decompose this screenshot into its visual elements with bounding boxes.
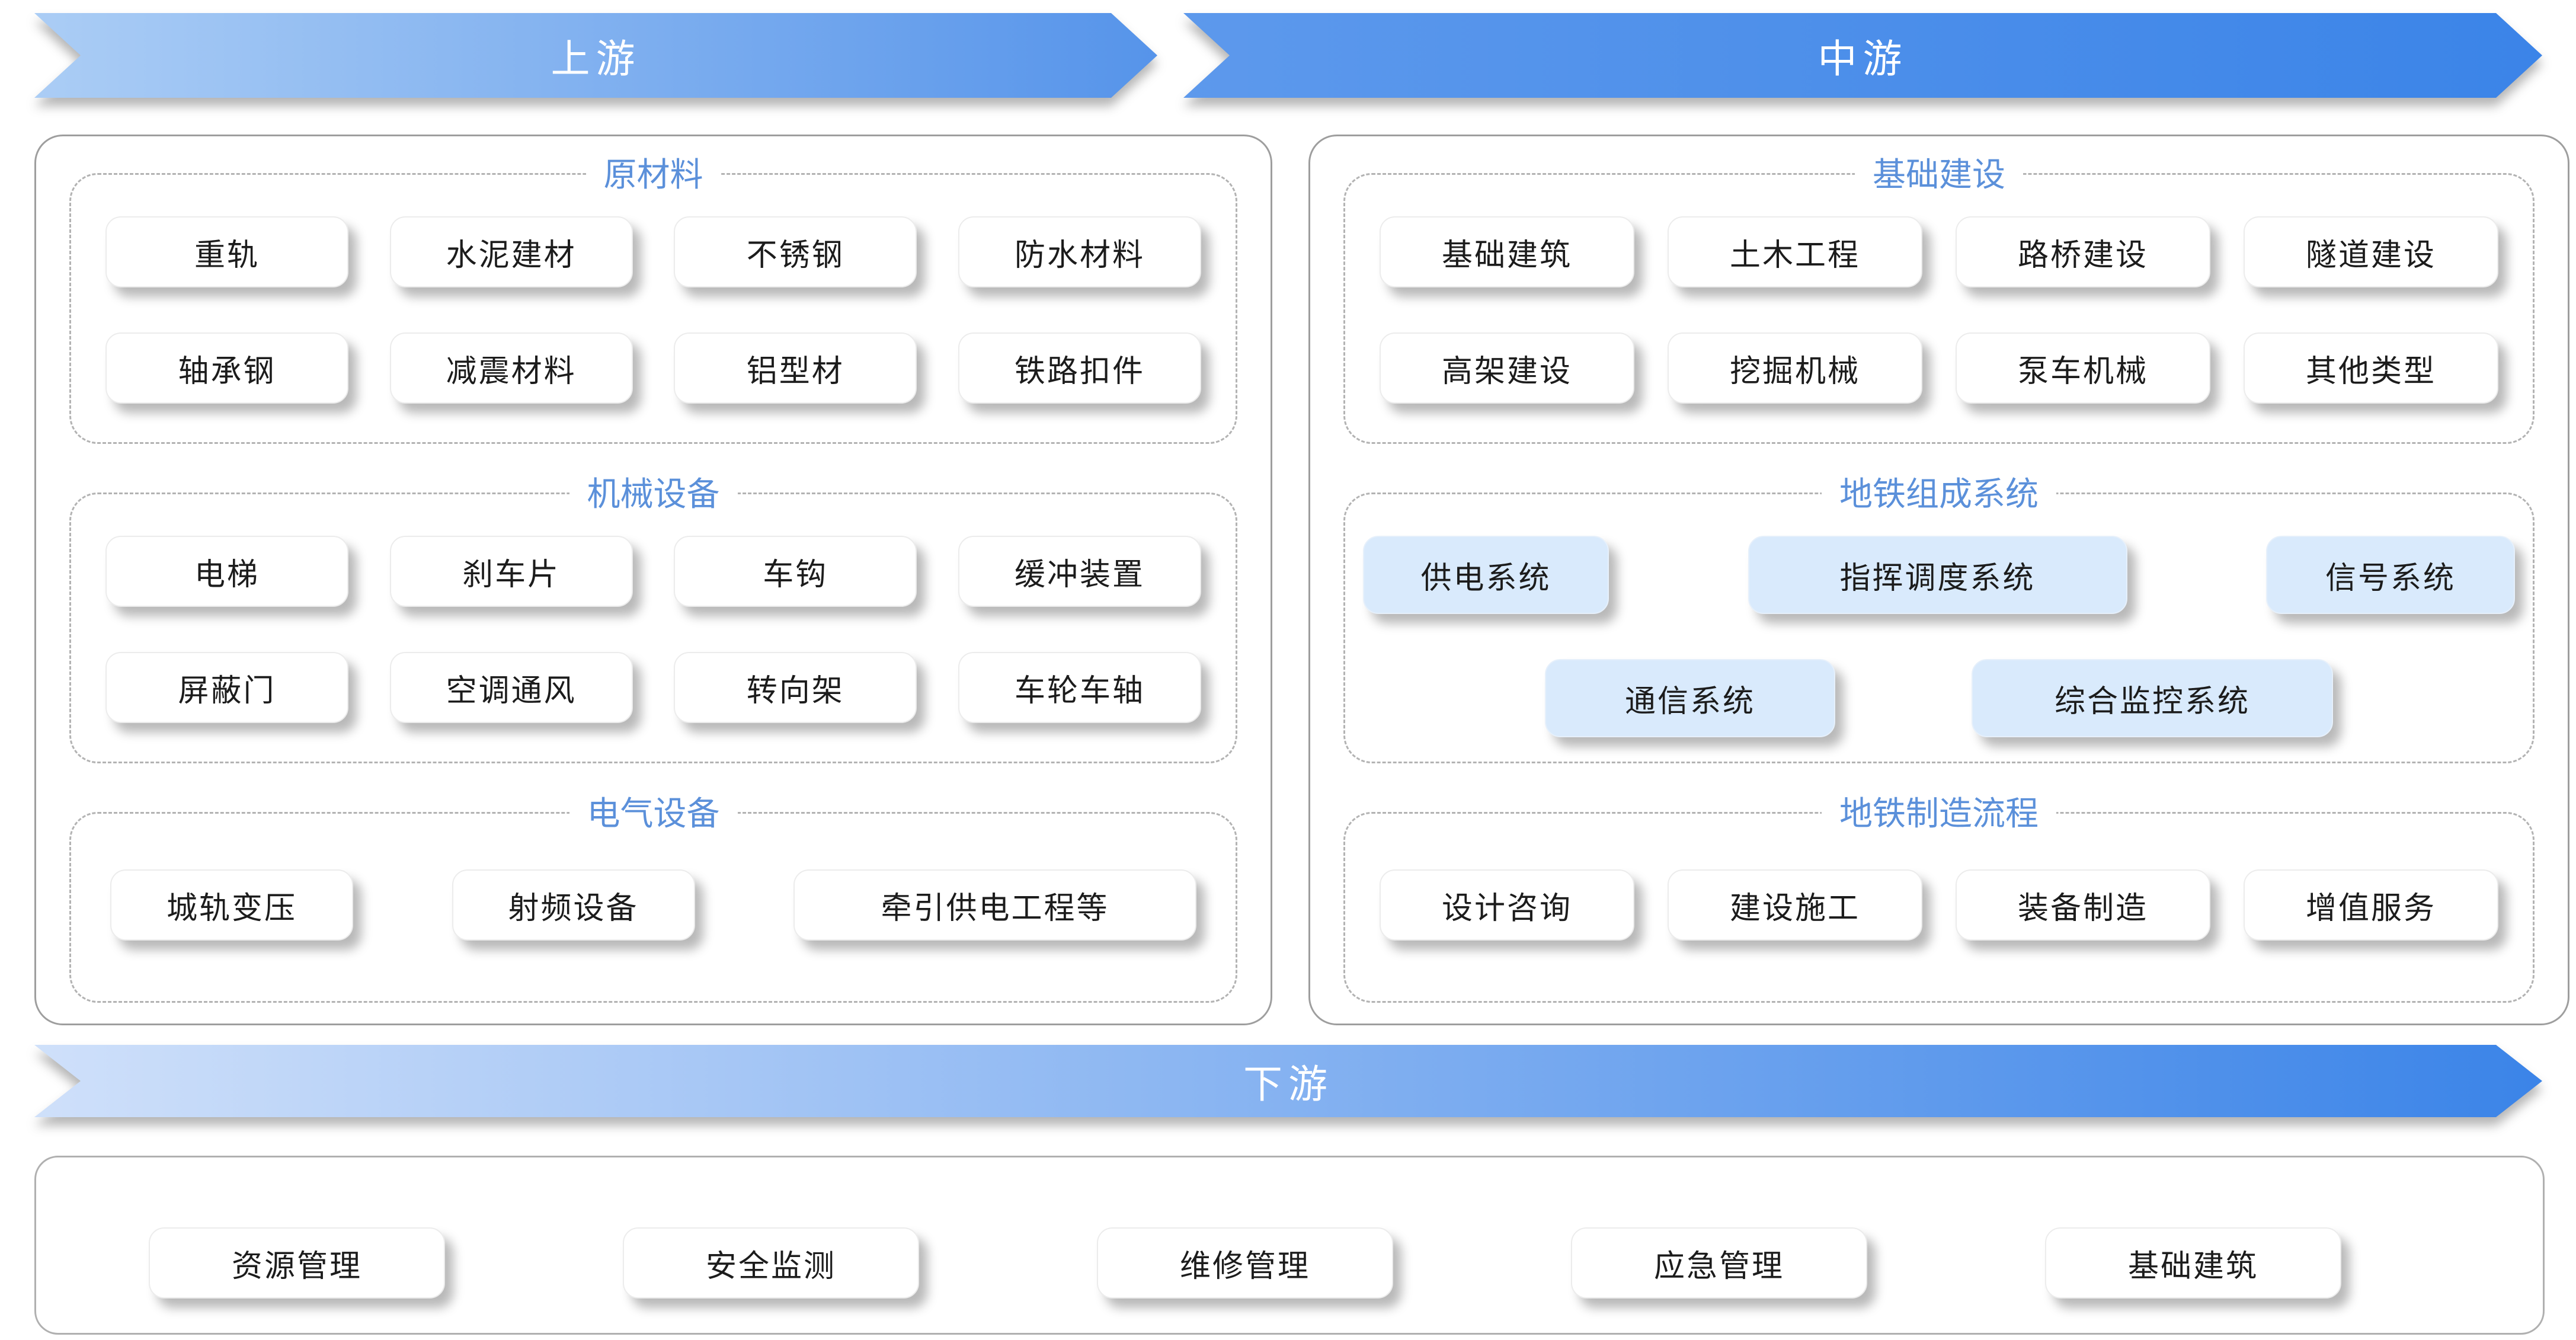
- node-button[interactable]: 设计咨询: [1380, 869, 1634, 941]
- upstream-panel: 原材料 重轨 水泥建材 不锈钢 防水材料 轴承钢 减震材料 铝型材 铁路扣件 机…: [34, 135, 1272, 1025]
- node-button-highlighted[interactable]: 指挥调度系统: [1748, 536, 2127, 614]
- node-button[interactable]: 轴承钢: [105, 332, 348, 404]
- node-row: 高架建设 挖掘机械 泵车机械 其他类型: [1345, 332, 2533, 404]
- node-row: 通信系统 综合监控系统: [1345, 659, 2533, 737]
- node-button[interactable]: 铁路扣件: [958, 332, 1201, 404]
- node-button[interactable]: 空调通风: [389, 652, 633, 723]
- section-metro-systems: 地铁组成系统 供电系统 指挥调度系统 信号系统 通信系统 综合监控系统: [1343, 472, 2535, 763]
- section-title: 地铁制造流程: [1822, 791, 2056, 836]
- upstream-banner-ribbon: 上游: [34, 13, 1157, 98]
- node-row: 电梯 刹车片 车钩 缓冲装置: [71, 536, 1236, 607]
- node-button[interactable]: 其他类型: [2244, 332, 2498, 404]
- downstream-banner: 下游: [34, 1045, 2542, 1117]
- node-button[interactable]: 高架建设: [1380, 332, 1634, 404]
- node-button[interactable]: 转向架: [674, 652, 917, 723]
- section-rows: 供电系统 指挥调度系统 信号系统 通信系统 综合监控系统: [1345, 494, 2533, 737]
- section-rows: 设计咨询 建设施工 装备制造 增值服务: [1345, 814, 2533, 941]
- node-button[interactable]: 泵车机械: [1956, 332, 2210, 404]
- section-title: 原材料: [585, 152, 721, 197]
- node-row: 供电系统 指挥调度系统 信号系统: [1345, 536, 2533, 614]
- downstream-panel: 资源管理 安全监测 维修管理 应急管理 基础建筑: [34, 1156, 2545, 1335]
- node-button[interactable]: 应急管理: [1571, 1227, 1867, 1299]
- midstream-panel: 基础建设 基础建筑 土木工程 路桥建设 隧道建设 高架建设 挖掘机械 泵车机械 …: [1308, 135, 2569, 1025]
- node-row: 重轨 水泥建材 不锈钢 防水材料: [71, 216, 1236, 287]
- node-button[interactable]: 缓冲装置: [958, 536, 1201, 607]
- node-button[interactable]: 建设施工: [1668, 869, 1922, 941]
- node-row: 城轨变压 射频设备 牵引供电工程等: [71, 869, 1236, 941]
- section-title: 机械设备: [569, 472, 738, 517]
- section-rows: 电梯 刹车片 车钩 缓冲装置 屏蔽门 空调通风 转向架 车轮车轴: [71, 494, 1236, 723]
- section-title: 基础建设: [1855, 152, 2023, 197]
- section-rows: 基础建筑 土木工程 路桥建设 隧道建设 高架建设 挖掘机械 泵车机械 其他类型: [1345, 175, 2533, 404]
- node-row: 屏蔽门 空调通风 转向架 车轮车轴: [71, 652, 1236, 723]
- node-button[interactable]: 基础建筑: [1380, 216, 1634, 287]
- midstream-banner-label: 中游: [1817, 36, 1908, 81]
- node-button[interactable]: 车轮车轴: [958, 652, 1201, 723]
- node-button-highlighted[interactable]: 信号系统: [2266, 536, 2515, 614]
- midstream-banner: 中游: [1183, 13, 2542, 98]
- node-button[interactable]: 增值服务: [2244, 869, 2498, 941]
- node-button-highlighted[interactable]: 通信系统: [1545, 659, 1835, 737]
- node-row: 设计咨询 建设施工 装备制造 增值服务: [1345, 869, 2533, 941]
- node-button[interactable]: 减震材料: [389, 332, 633, 404]
- node-button[interactable]: 刹车片: [389, 536, 633, 607]
- section-metro-manufacturing-process: 地铁制造流程 设计咨询 建设施工 装备制造 增值服务: [1343, 791, 2535, 1003]
- node-button[interactable]: 屏蔽门: [105, 652, 348, 723]
- node-button[interactable]: 水泥建材: [389, 216, 633, 287]
- node-button[interactable]: 重轨: [105, 216, 348, 287]
- node-button[interactable]: 土木工程: [1668, 216, 1922, 287]
- section-title: 地铁组成系统: [1822, 472, 2056, 517]
- node-button-highlighted[interactable]: 综合监控系统: [1972, 659, 2333, 737]
- section-title: 电气设备: [569, 791, 738, 836]
- node-button[interactable]: 安全监测: [623, 1227, 919, 1299]
- section-rows: 重轨 水泥建材 不锈钢 防水材料 轴承钢 减震材料 铝型材 铁路扣件: [71, 175, 1236, 404]
- node-button[interactable]: 路桥建设: [1956, 216, 2210, 287]
- node-button[interactable]: 防水材料: [958, 216, 1201, 287]
- midstream-banner-ribbon: 中游: [1183, 13, 2542, 98]
- node-button[interactable]: 城轨变压: [110, 869, 353, 941]
- section-infrastructure: 基础建设 基础建筑 土木工程 路桥建设 隧道建设 高架建设 挖掘机械 泵车机械 …: [1343, 152, 2535, 444]
- upstream-banner-label: 上游: [551, 36, 641, 81]
- downstream-banner-label: 下游: [1243, 1062, 1333, 1106]
- node-row: 基础建筑 土木工程 路桥建设 隧道建设: [1345, 216, 2533, 287]
- section-mechanical-equipment: 机械设备 电梯 刹车片 车钩 缓冲装置 屏蔽门 空调通风 转向架 车轮车轴: [69, 472, 1237, 763]
- node-button[interactable]: 电梯: [105, 536, 348, 607]
- section-electrical-equipment: 电气设备 城轨变压 射频设备 牵引供电工程等: [69, 791, 1237, 1003]
- section-rows: 城轨变压 射频设备 牵引供电工程等: [71, 814, 1236, 941]
- node-button[interactable]: 维修管理: [1097, 1227, 1393, 1299]
- node-button[interactable]: 牵引供电工程等: [793, 869, 1196, 941]
- upstream-banner: 上游: [34, 13, 1157, 98]
- node-button[interactable]: 车钩: [674, 536, 917, 607]
- node-button[interactable]: 基础建筑: [2045, 1227, 2341, 1299]
- downstream-banner-ribbon: 下游: [34, 1045, 2542, 1117]
- node-button[interactable]: 铝型材: [674, 332, 917, 404]
- node-button[interactable]: 射频设备: [452, 869, 695, 941]
- node-button[interactable]: 隧道建设: [2244, 216, 2498, 287]
- node-button[interactable]: 不锈钢: [674, 216, 917, 287]
- node-button[interactable]: 挖掘机械: [1668, 332, 1922, 404]
- node-button-highlighted[interactable]: 供电系统: [1363, 536, 1609, 614]
- node-button[interactable]: 装备制造: [1956, 869, 2210, 941]
- node-row: 轴承钢 减震材料 铝型材 铁路扣件: [71, 332, 1236, 404]
- node-button[interactable]: 资源管理: [149, 1227, 445, 1299]
- section-raw-materials: 原材料 重轨 水泥建材 不锈钢 防水材料 轴承钢 减震材料 铝型材 铁路扣件: [69, 152, 1237, 444]
